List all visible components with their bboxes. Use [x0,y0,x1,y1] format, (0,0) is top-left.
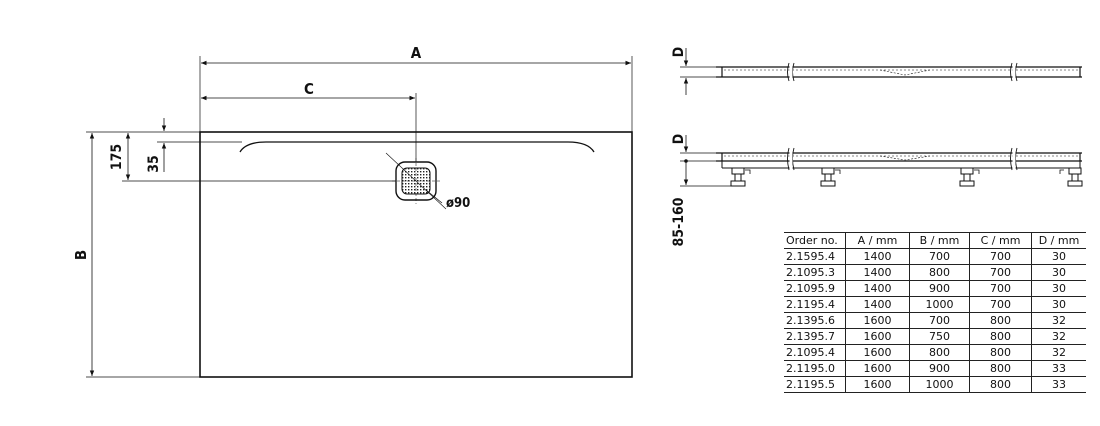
table-cell: 30 [1031,296,1086,313]
column-header: Order no. [784,232,846,249]
table-cell: 1600 [845,360,910,377]
order-number-cell: 2.1395.7 [784,328,846,345]
table-header-row: Order no. A / mm B / mm C / mm D / mm [784,232,1086,249]
table-cell: 800 [969,360,1032,377]
table-cell: 900 [909,360,970,377]
order-number-cell: 2.1595.4 [784,248,846,265]
table-cell: 1000 [909,376,970,393]
table-cell: 800 [909,264,970,281]
table-cell: 1400 [845,296,910,313]
table-row: 2.1395.7 1600 750 800 32 [784,328,1086,345]
order-number-cell: 2.1195.0 [784,360,846,377]
table-cell: 30 [1031,280,1086,297]
table-cell: 1400 [845,264,910,281]
table-cell: 32 [1031,312,1086,329]
side-view-legs [680,135,1083,187]
table-cell: 700 [969,296,1032,313]
label-35: 35 [146,155,162,173]
table-cell: 700 [909,248,970,265]
side-view-flat [680,48,1082,95]
label-b: B [72,250,90,260]
table-row: 2.1195.5 1600 1000 800 33 [784,376,1086,393]
table-cell: 32 [1031,344,1086,361]
table-cell: 800 [969,376,1032,393]
table-row: 2.1195.0 1600 900 800 33 [784,360,1086,377]
table-cell: 1400 [845,248,910,265]
drain-leader-line [425,189,443,204]
label-drain-diameter: ø90 [446,196,470,211]
table-cell: 30 [1031,264,1086,281]
table-cell: 700 [969,264,1032,281]
table-cell: 1400 [845,280,910,297]
table-cell: 800 [969,312,1032,329]
table-cell: 900 [909,280,970,297]
label-175: 175 [109,144,125,170]
dimensions-table: Order no. A / mm B / mm C / mm D / mm 2.… [784,232,1086,393]
table-cell: 700 [909,312,970,329]
support-leg [730,167,746,187]
support-leg [820,167,836,187]
table-row: 2.1095.4 1600 800 800 32 [784,344,1086,361]
table-cell: 800 [969,344,1032,361]
table-cell: 700 [969,280,1032,297]
column-header: D / mm [1031,232,1086,249]
label-a: A [411,44,422,62]
table-row: 2.1195.4 1400 1000 700 30 [784,296,1086,313]
table-cell: 1600 [845,376,910,393]
table-cell: 1600 [845,312,910,329]
table-cell: 1000 [909,296,970,313]
order-number-cell: 2.1095.9 [784,280,846,297]
order-number-cell: 2.1095.4 [784,344,846,361]
table-cell: 32 [1031,328,1086,345]
table-cell: 33 [1031,376,1086,393]
order-number-cell: 2.1395.6 [784,312,846,329]
table-cell: 30 [1031,248,1086,265]
tray-rim-groove [239,141,595,153]
table-cell: 1600 [845,328,910,345]
label-c: C [304,80,314,98]
table-cell: 700 [969,248,1032,265]
label-d-legs: D [671,134,687,144]
table-row: 2.1095.9 1400 900 700 30 [784,280,1086,297]
label-leg-height: 85-160 [671,197,687,246]
order-number-cell: 2.1195.5 [784,376,846,393]
support-leg [959,167,975,187]
table-cell: 33 [1031,360,1086,377]
table-cell: 1600 [845,344,910,361]
label-d-flat: D [671,47,687,57]
column-header: B / mm [909,232,970,249]
table-row: 2.1395.6 1600 700 800 32 [784,312,1086,329]
support-leg [1067,167,1083,187]
table-row: 2.1595.4 1400 700 700 30 [784,248,1086,265]
table-cell: 800 [909,344,970,361]
order-number-cell: 2.1195.4 [784,296,846,313]
order-number-cell: 2.1095.3 [784,264,846,281]
column-header: A / mm [845,232,910,249]
column-header: C / mm [969,232,1032,249]
plan-view [86,56,633,378]
drain-grate [385,152,447,210]
table-cell: 800 [969,328,1032,345]
table-row: 2.1095.3 1400 800 700 30 [784,264,1086,281]
table-cell: 750 [909,328,970,345]
